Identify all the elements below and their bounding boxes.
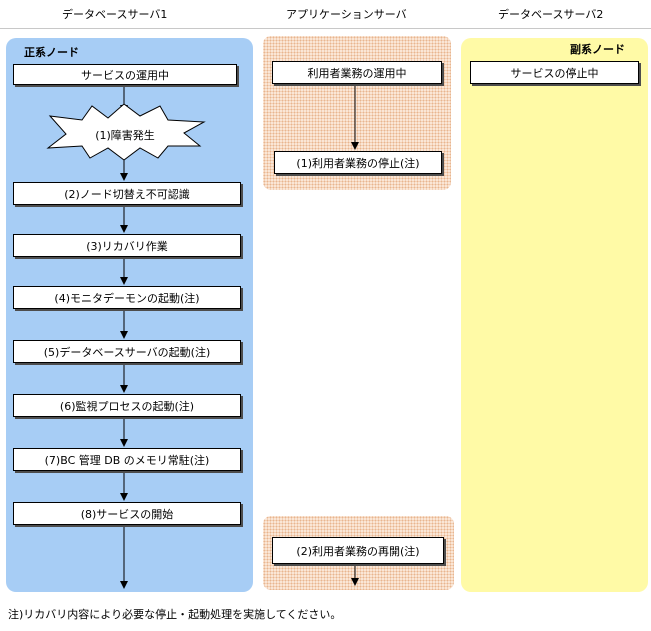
column-header-app: アプリケーションサーバ	[286, 8, 407, 21]
column-header-db2: データベースサーバ2	[498, 8, 604, 21]
primary-step-bc-db-resident: (7)BC 管理 DB のメモリ常駐(注)	[13, 448, 241, 471]
primary-step-monitor-process: (6)監視プロセスの起動(注)	[13, 394, 241, 417]
primary-step-monitor-daemon: (4)モニタデーモンの起動(注)	[13, 286, 241, 309]
primary-step-service-running: サービスの運用中	[13, 64, 237, 85]
footnote: 注)リカバリ内容により必要な停止・起動処理を実施してください。	[8, 608, 342, 621]
app-step-resume: (2)利用者業務の再開(注)	[272, 537, 444, 564]
app-step-running: 利用者業務の運用中	[272, 61, 442, 84]
primary-step-db-server-start: (5)データベースサーバの起動(注)	[13, 340, 241, 363]
primary-step-failure: (1)障害発生	[95, 129, 155, 142]
primary-step-service-start: (8)サービスの開始	[13, 502, 241, 525]
column-header-db1: データベースサーバ1	[62, 8, 168, 21]
failure-burst-shape	[46, 103, 206, 161]
secondary-node-label: 副系ノード	[570, 43, 625, 56]
primary-step-switch-fail: (2)ノード切替え不可認識	[13, 182, 241, 205]
secondary-step-service-stopped: サービスの停止中	[470, 61, 639, 84]
header-divider	[0, 28, 651, 29]
app-step-stop: (1)利用者業務の停止(注)	[274, 151, 442, 174]
primary-step-recovery: (3)リカバリ作業	[13, 234, 241, 257]
primary-node-label: 正系ノード	[24, 46, 79, 59]
secondary-node-panel	[461, 38, 648, 592]
